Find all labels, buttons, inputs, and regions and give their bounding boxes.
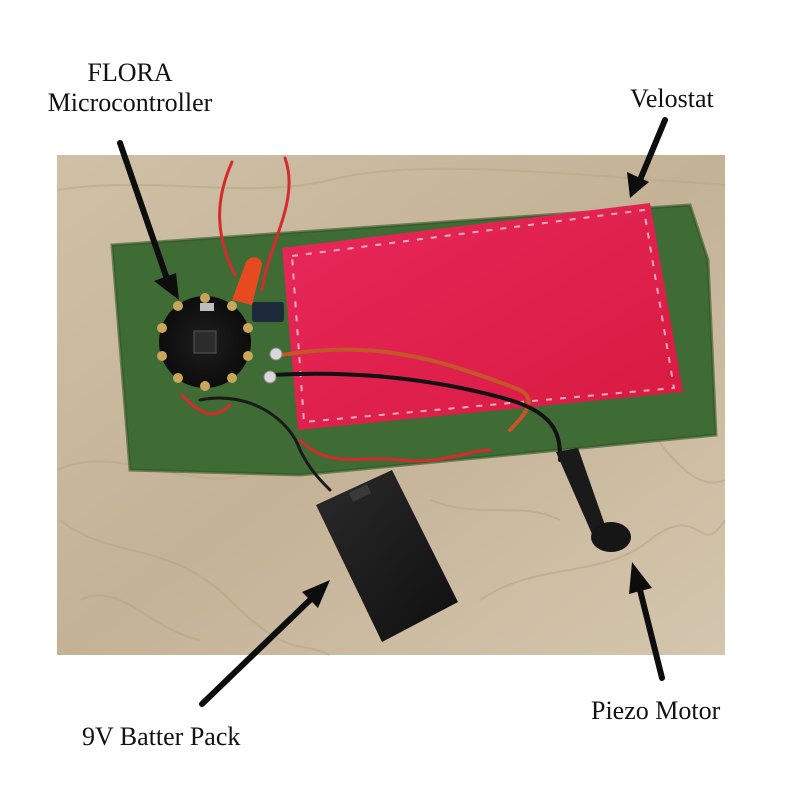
snap-buttons bbox=[263, 347, 283, 384]
alligator-clip bbox=[232, 257, 262, 305]
photo bbox=[56, 155, 726, 656]
battery-pack bbox=[316, 470, 458, 642]
sensor-board bbox=[252, 302, 284, 322]
arrow-piezo bbox=[629, 562, 665, 681]
felt-stitching bbox=[290, 208, 676, 424]
velostat-label: Velostat bbox=[630, 84, 714, 113]
flora-board bbox=[157, 293, 253, 391]
arrow-flora bbox=[117, 140, 179, 300]
piezo-motor bbox=[556, 448, 631, 552]
piezo-motor-label: Piezo Motor bbox=[591, 696, 721, 725]
arrow-velostat bbox=[627, 117, 668, 198]
flora-label-line1: FLORA bbox=[87, 58, 173, 87]
green-fabric-shade bbox=[110, 203, 718, 477]
arrow-battery bbox=[199, 580, 330, 707]
flora-microcontroller-label: FLORA Microcontroller bbox=[0, 58, 260, 118]
battery-pack-label: 9V Batter Pack bbox=[82, 722, 241, 751]
red-felt-pad bbox=[282, 203, 683, 430]
flora-label-line2: Microcontroller bbox=[47, 88, 213, 117]
arrows bbox=[117, 117, 668, 707]
wires bbox=[180, 156, 562, 492]
